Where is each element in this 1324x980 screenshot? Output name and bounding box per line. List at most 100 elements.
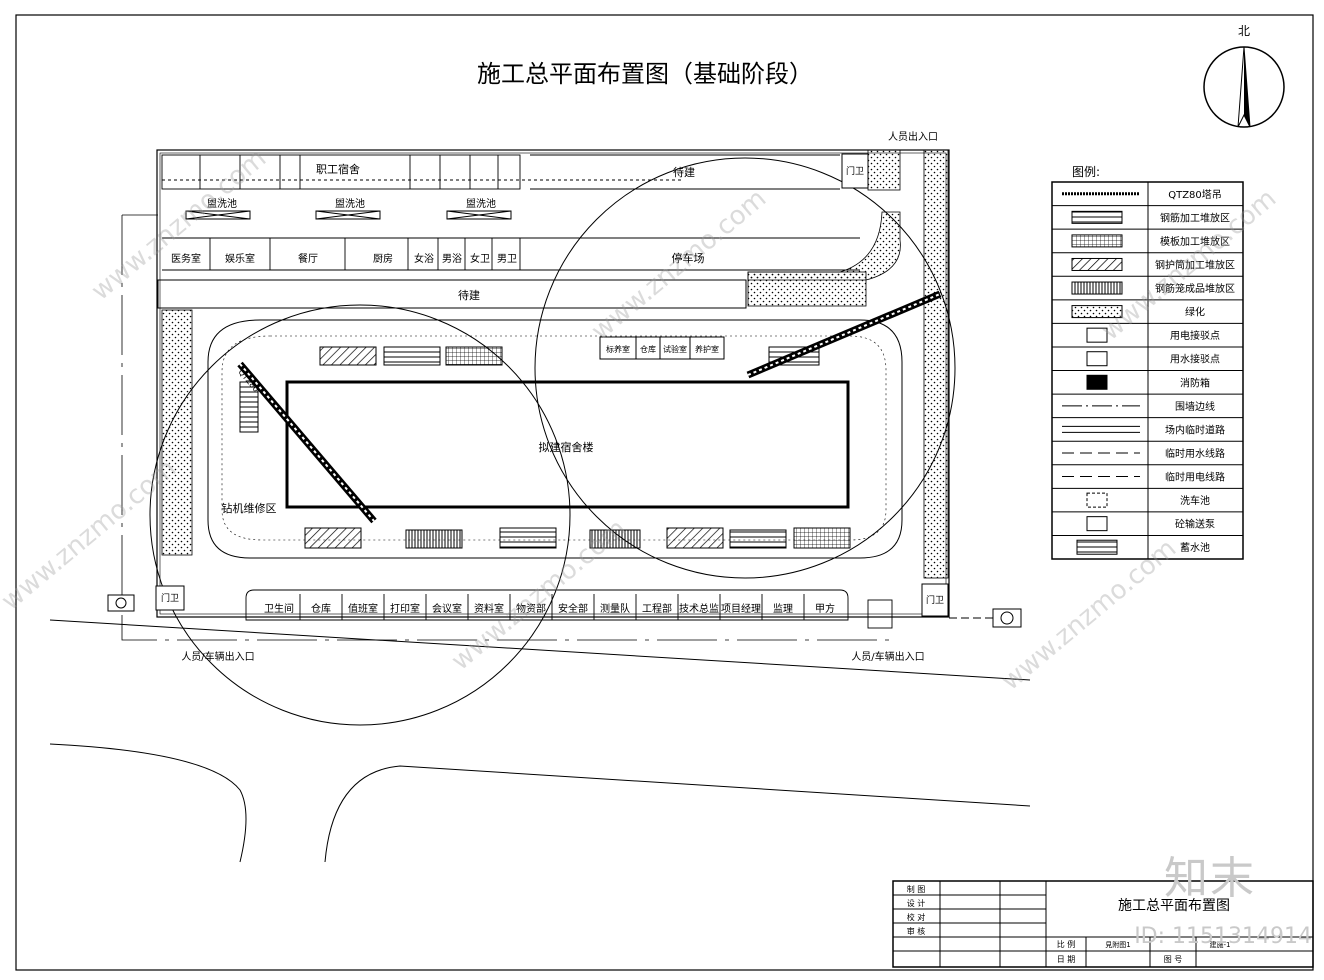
gate-right-bottom — [921, 583, 949, 617]
label-wash1: 盥洗池 — [207, 197, 237, 210]
tb-row-review: 审 核 — [907, 926, 926, 936]
tb-drawing-name: 施工总平面布置图 — [1118, 898, 1230, 914]
label-recreation: 娱乐室 — [225, 252, 255, 265]
legend-label: 钢护筒加工堆放区 — [1155, 258, 1235, 271]
internal-road-inner — [221, 335, 887, 541]
label-main-building: 拟建宿舍楼 — [539, 440, 594, 454]
tb-date-label: 日 期 — [1057, 955, 1076, 964]
legend-label: 临时用电线路 — [1165, 471, 1225, 484]
office-label: 仓库 — [311, 602, 331, 615]
legend-label: 蓄水池 — [1180, 541, 1210, 554]
office-label: 监理 — [773, 602, 793, 615]
label-w-wc: 女卫 — [470, 252, 490, 265]
legend-label: 临时用水线路 — [1165, 447, 1225, 460]
legend-label: 砼输送泵 — [1175, 518, 1215, 531]
service-block — [162, 237, 860, 271]
office-label: 值班室 — [348, 602, 378, 615]
legend-symbol — [1076, 539, 1118, 555]
label-yard3: 试验室 — [663, 344, 687, 354]
tower-crane-right — [534, 157, 956, 579]
gate-left — [155, 585, 185, 611]
label-m-bath: 男浴 — [442, 253, 462, 265]
label-entrance-right: 人员/车辆出入口 — [851, 650, 924, 663]
legend-symbol — [1062, 425, 1140, 433]
legend-label: 用水接驳点 — [1170, 353, 1220, 366]
legend-symbol — [1071, 210, 1123, 224]
label-drill-repair: 钻机维修区 — [222, 501, 277, 515]
water-connection-point — [107, 594, 135, 612]
label-staff-dorm: 职工宿舍 — [316, 162, 360, 176]
drawing-title: 施工总平面布置图（基础阶段） — [477, 60, 813, 88]
office-label: 工程部 — [642, 602, 672, 615]
tb-row-draw: 制 图 — [907, 884, 926, 894]
watermark-brand: 知末 — [1164, 853, 1256, 904]
lab-rooms — [599, 336, 725, 360]
legend-label: 围墙边线 — [1175, 400, 1215, 413]
office-label: 项目经理 — [721, 602, 761, 615]
legend-symbol — [1086, 374, 1108, 390]
label-yard1: 标养室 — [606, 344, 630, 354]
label-w-bath: 女浴 — [414, 252, 434, 265]
office-label: 安全部 — [558, 602, 588, 615]
legend-label: 用电接驳点 — [1170, 329, 1220, 342]
legend-label: 洗车池 — [1180, 494, 1210, 507]
label-entrance-top: 人员出入口 — [888, 130, 938, 143]
label-yard2: 仓库 — [640, 344, 656, 354]
legend-symbol — [1071, 234, 1123, 248]
north-arrow: 北 — [1203, 24, 1285, 128]
tower-crane-left — [149, 304, 571, 726]
label-wash2: 盥洗池 — [335, 197, 365, 210]
label-clinic: 医务室 — [171, 252, 201, 265]
legend-symbol — [1071, 281, 1123, 295]
external-roads — [49, 619, 1031, 863]
legend-symbol — [1086, 351, 1108, 367]
internal-road — [207, 319, 903, 559]
label-reserved-mid: 待建 — [458, 288, 480, 302]
office-label: 甲方 — [815, 602, 835, 615]
office-label: 物资部 — [516, 602, 546, 615]
watermark-id: ID: 1151314914 — [1134, 924, 1312, 949]
office-label: 测量队 — [600, 602, 630, 615]
legend-label: 场内临时道路 — [1165, 423, 1225, 436]
gate-right-top — [841, 153, 869, 189]
legend-rows: QTZ80塔吊钢筋加工堆放区模板加工堆放区钢护筒加工堆放区钢筋笼成品堆放区绿化用… — [1052, 188, 1243, 555]
label-wash3: 盥洗池 — [466, 197, 496, 210]
label-entrance-left: 人员/车辆出入口 — [181, 650, 254, 663]
tb-row-check: 校 对 — [907, 912, 926, 922]
wash-basins — [185, 210, 512, 220]
tb-sheet-label: 图 号 — [1164, 955, 1183, 964]
legend-symbol — [1071, 305, 1123, 319]
tb-scale-label: 比 例 — [1057, 939, 1076, 949]
legend-label: 绿化 — [1185, 306, 1205, 319]
legend-label: 钢筋笼成品堆放区 — [1155, 282, 1235, 295]
greenery-areas — [161, 149, 949, 579]
north-label: 北 — [1238, 24, 1250, 38]
drawing-frame — [15, 14, 1314, 971]
reserved-strip — [157, 279, 747, 309]
office-label: 会议室 — [432, 602, 462, 615]
legend-label: 消防箱 — [1180, 376, 1210, 389]
office-label: 卫生间 — [264, 602, 294, 615]
office-labels: 卫生间仓库值班室打印室会议室资料室物资部安全部测量队工程部技术总监项目经理监理甲… — [264, 594, 835, 620]
power-connection-point — [992, 608, 1022, 628]
main-building — [285, 380, 850, 509]
label-kitchen: 厨房 — [373, 252, 393, 265]
staff-dorm-block — [161, 154, 840, 190]
legend-symbol — [1071, 257, 1123, 271]
tb-scale-value: 見附图1 — [1105, 940, 1130, 949]
legend-header: 图例: — [1072, 165, 1100, 179]
label-gate-left: 门卫 — [161, 592, 179, 604]
office-label: 资料室 — [474, 602, 504, 615]
storage-areas — [239, 346, 851, 549]
legend-symbol — [1086, 327, 1108, 343]
tb-sheet-value: 建施-1 — [1210, 940, 1231, 949]
office-label: 技术总监 — [679, 602, 719, 615]
legend-symbol — [1086, 492, 1108, 508]
legend-label: 模板加工堆放区 — [1160, 235, 1230, 248]
label-gate-right-top: 门卫 — [846, 165, 864, 177]
legend-label: QTZ80塔吊 — [1168, 188, 1222, 201]
label-gate-right-bottom: 门卫 — [926, 594, 944, 606]
legend-label: 钢筋加工堆放区 — [1160, 211, 1230, 224]
label-canteen: 餐厅 — [298, 252, 318, 265]
